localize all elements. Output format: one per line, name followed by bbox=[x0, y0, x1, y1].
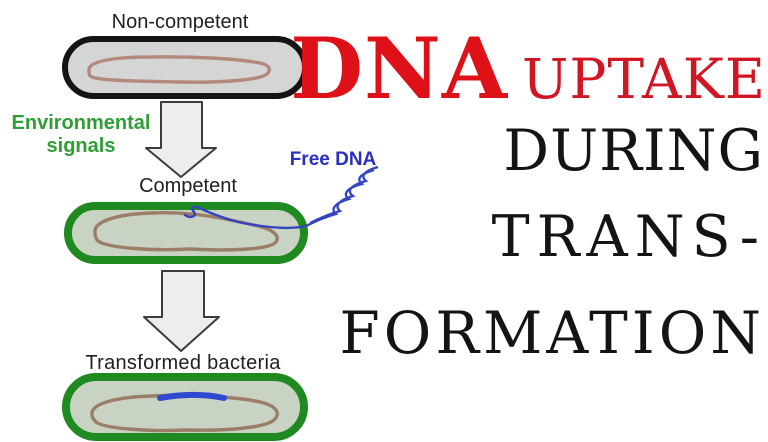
competent-cell bbox=[64, 165, 379, 264]
down-arrow-icon bbox=[143, 270, 220, 352]
free-dna-label: Free DNA bbox=[289, 149, 377, 170]
down-arrow-icon bbox=[145, 101, 217, 178]
non-competent-chromosome bbox=[87, 55, 271, 84]
environmental-signals-label: Environmental signals bbox=[2, 112, 160, 158]
non-competent-cell bbox=[62, 36, 308, 99]
headline-line-formation: FORMATION bbox=[339, 299, 765, 367]
environmental-signals-line1: Environmental bbox=[11, 112, 151, 134]
headline-word-dna: DNA bbox=[290, 19, 508, 118]
environmental-signals-line2: signals bbox=[46, 135, 116, 157]
transformed-chromosome bbox=[90, 393, 279, 433]
transformed-bacteria-label: Transformed bacteria bbox=[85, 352, 281, 374]
transformed-cell-membrane bbox=[62, 373, 308, 441]
pathway-diagram bbox=[62, 36, 379, 441]
headline-line-trans: TRANS- bbox=[491, 204, 766, 270]
competent-chromosome bbox=[93, 210, 279, 252]
non-competent-label: Non-competent bbox=[111, 11, 249, 33]
integrated-dna-segment bbox=[157, 392, 227, 401]
free-dna-strand-inner bbox=[183, 205, 308, 230]
headline-line-during: DURING bbox=[503, 118, 764, 184]
headline-word-uptake: UPTAKE bbox=[522, 47, 766, 111]
free-dna-strand-outer bbox=[305, 168, 375, 228]
transformed-cell bbox=[62, 373, 308, 441]
competent-label: Competent bbox=[139, 175, 237, 197]
free-dna-strand-outer-2 bbox=[309, 165, 379, 225]
